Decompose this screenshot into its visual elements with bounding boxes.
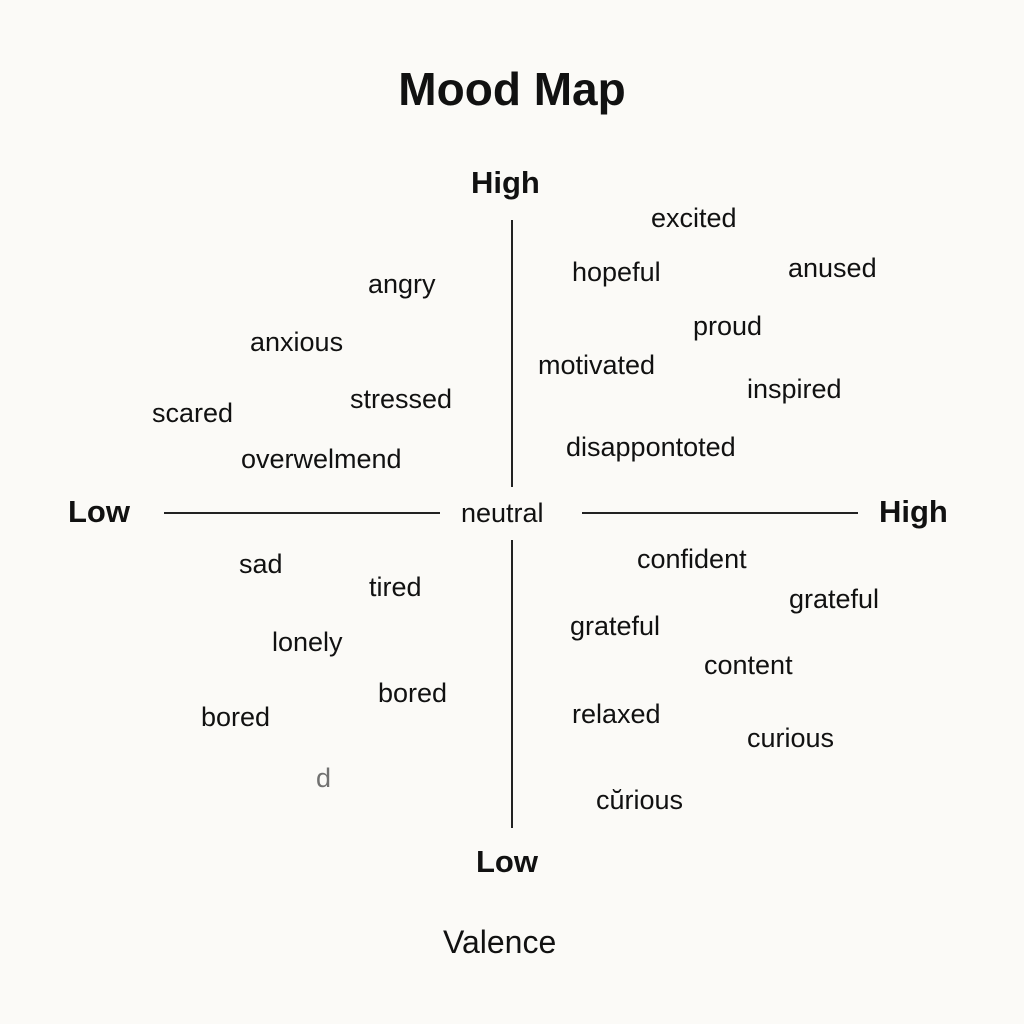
vertical-axis-lower [511,540,513,828]
axis-label-top: High [471,165,540,200]
mood-word: curious [747,723,835,753]
mood-word: inspired [747,374,842,404]
mood-word: tired [369,572,422,602]
mood-word-garbled: d [316,763,332,793]
horizontal-axis-right [582,512,858,514]
mood-word: content [704,650,793,680]
vertical-axis-upper [511,220,513,487]
mood-word: stressed [350,384,453,414]
axis-label-left: Low [68,494,130,529]
mood-word: scared [152,398,234,428]
mood-word: proud [693,311,763,341]
mood-word: motivated [538,350,656,380]
mood-word: cŭrious [596,785,684,815]
center-label: neutral [461,498,544,528]
mood-word: grateful [570,611,661,641]
mood-word: bored [378,678,448,708]
mood-word: confident [637,544,747,574]
mood-word: relaxed [572,699,661,729]
mood-word: grateful [789,584,880,614]
mood-word: overwelmend [241,444,402,474]
mood-word: anused [788,253,877,283]
mood-word: anxious [250,327,344,357]
mood-word: hopeful [572,257,661,287]
x-axis-title: Valence [443,924,557,960]
mood-word: excited [651,203,737,233]
mood-word: bored [201,702,271,732]
mood-word: angry [368,269,436,299]
horizontal-axis-left [164,512,440,514]
mood-word: lonely [272,627,343,657]
chart-title: Mood Map [398,63,626,115]
axis-label-right: High [879,494,948,529]
mood-word: disappontoted [566,432,736,462]
axis-label-bottom: Low [476,844,538,879]
mood-word: sad [239,549,283,579]
